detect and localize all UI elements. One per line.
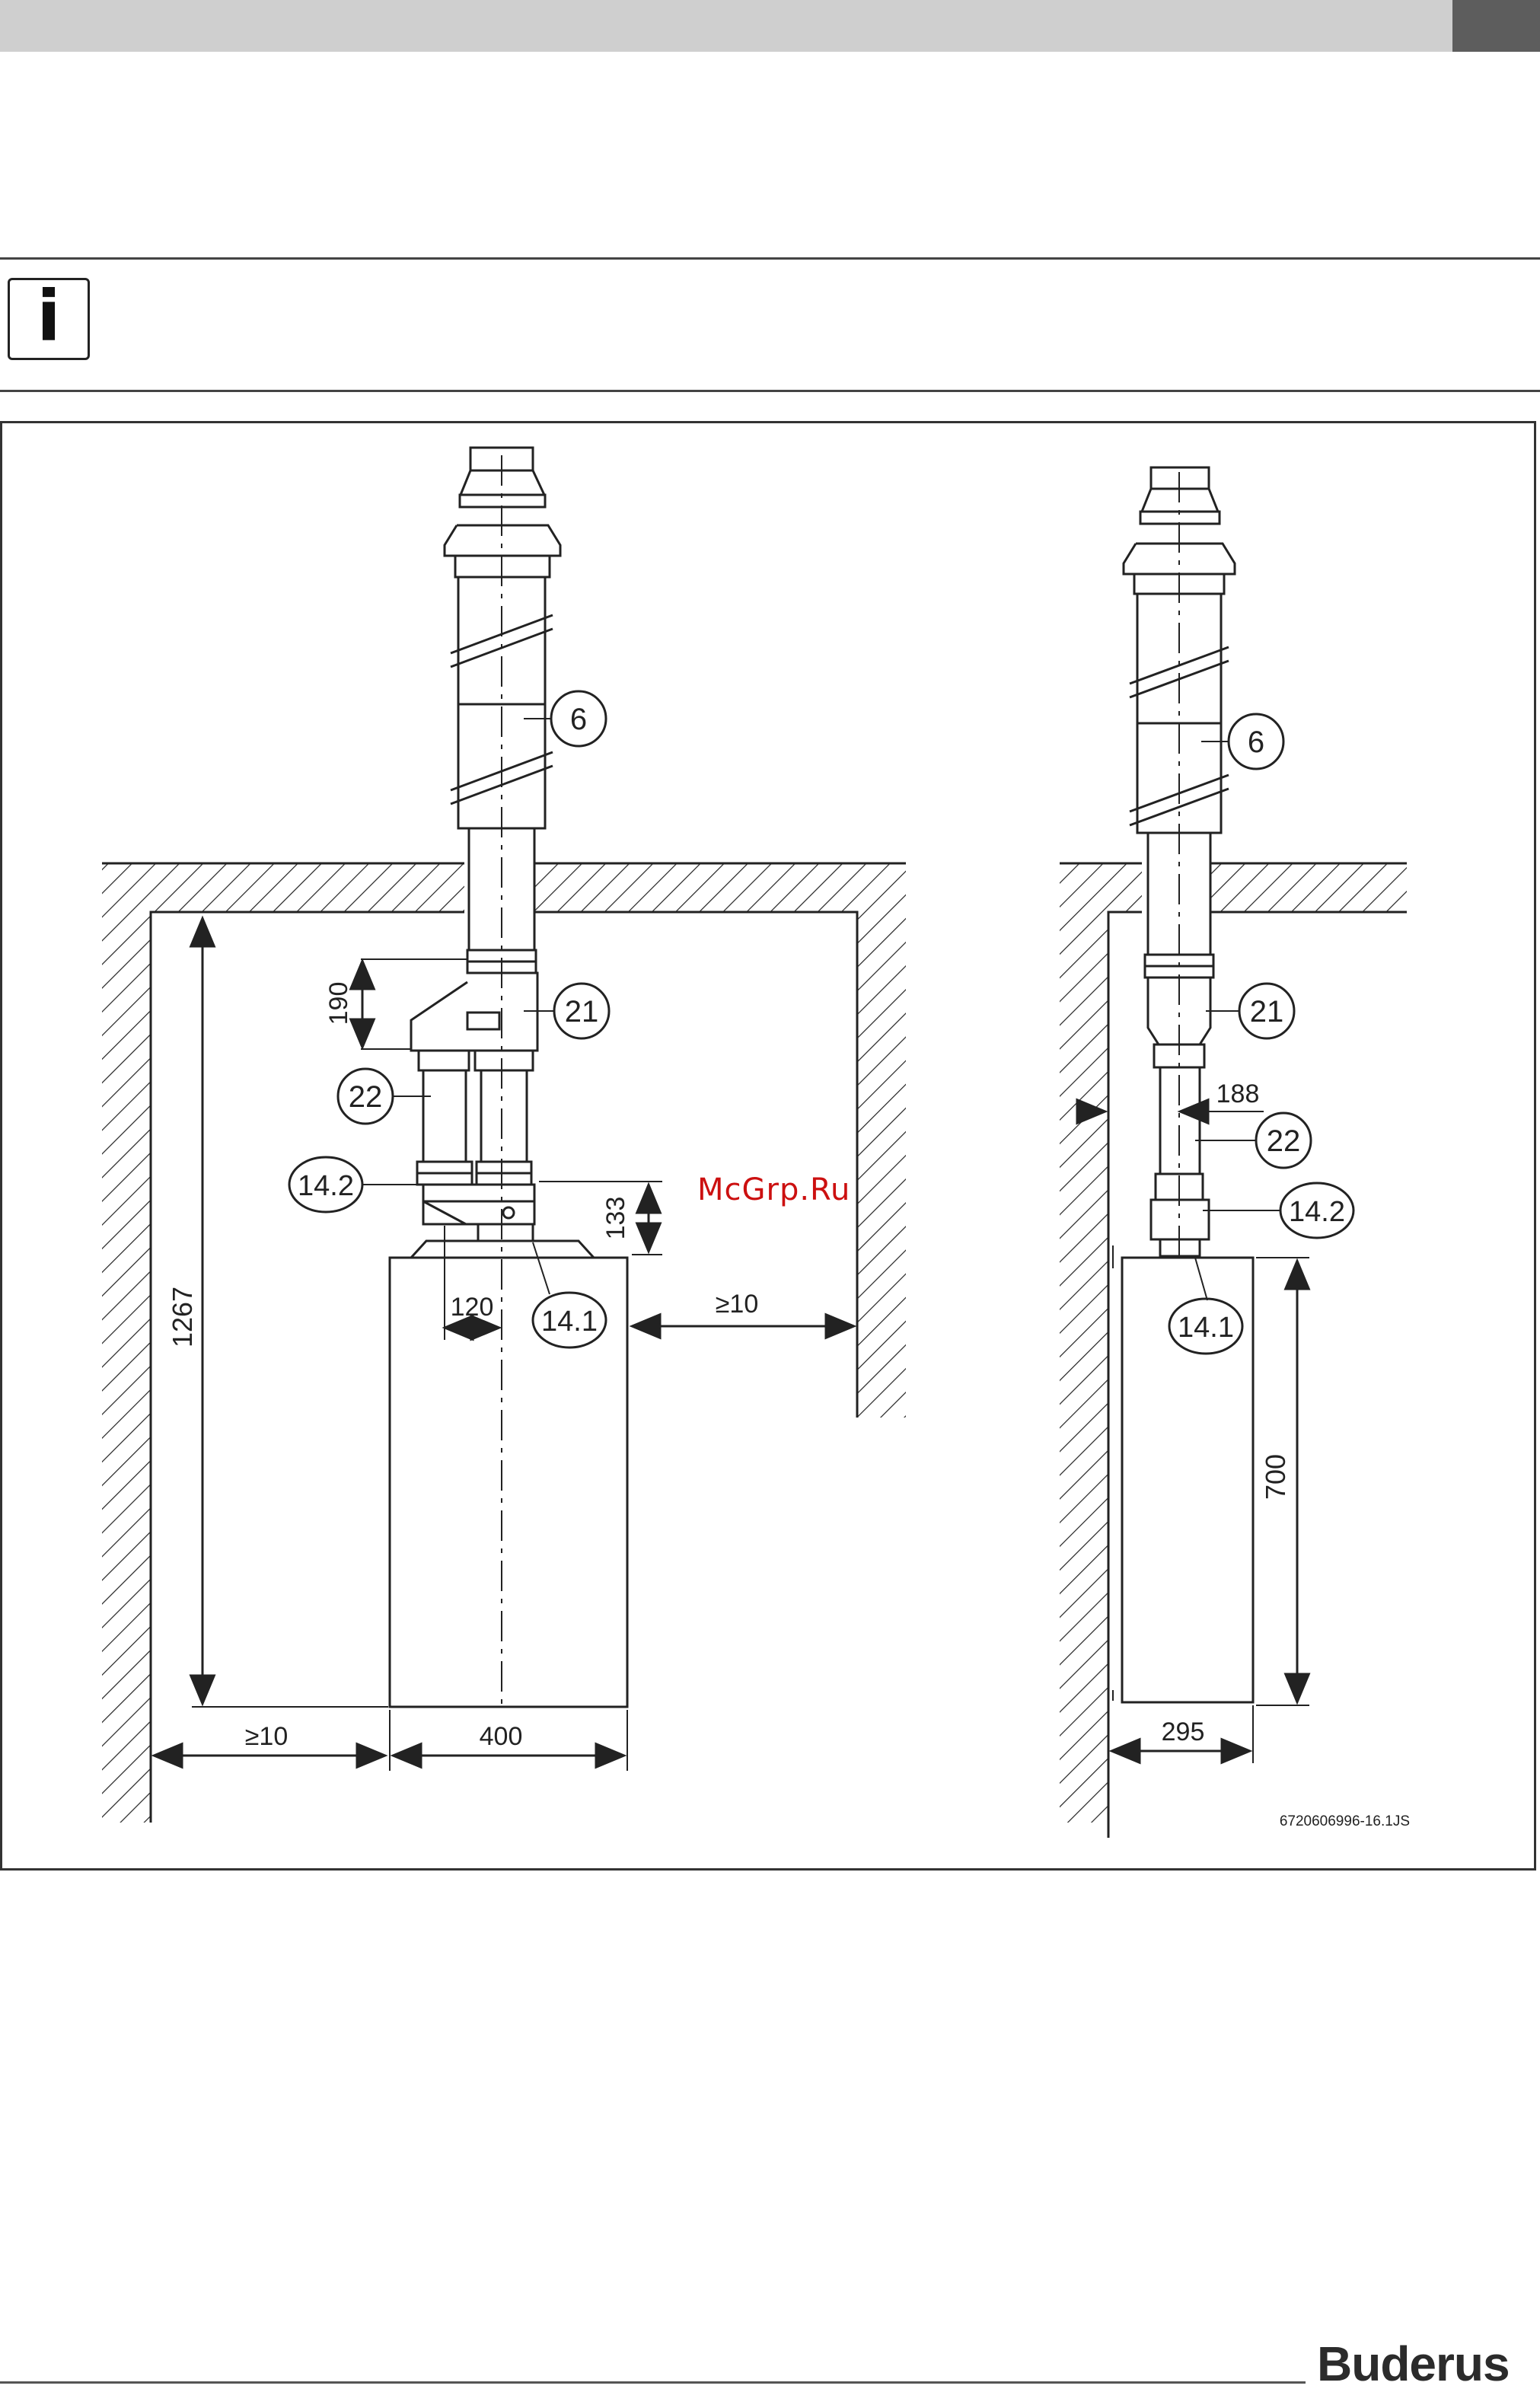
callout-21: 21 [565, 995, 599, 1029]
leader-line [533, 1242, 550, 1294]
callout-22: 22 [349, 1080, 383, 1114]
adapter-screw [503, 1207, 514, 1218]
dim-120-text: 120 [451, 1293, 494, 1322]
dim-700-text: 700 [1260, 1454, 1291, 1500]
wall-left-hatch [102, 912, 151, 1823]
dim-295-text: 295 [1162, 1717, 1205, 1746]
ceiling-side-a [1060, 863, 1142, 912]
footer-line [0, 2381, 1306, 2384]
watermark: McGrp.Ru [697, 1172, 850, 1207]
callout-22-side: 22 [1267, 1124, 1301, 1158]
figure-code: 6720606996-16.1JS [1280, 1813, 1410, 1829]
adapter-diagonal [423, 1201, 466, 1224]
pipe-main-collar [475, 1051, 533, 1070]
left-view: 1267 190 133 120 ≥10 ≥10 400 6 21 [102, 448, 906, 1823]
callout-14-2: 14.2 [298, 1170, 354, 1202]
callout-6: 6 [570, 703, 587, 736]
brand-logo: Buderus [1317, 2336, 1510, 2392]
leader-line [1195, 1258, 1207, 1300]
callout-6-side: 6 [1248, 726, 1264, 759]
dim-1267-text: 1267 [167, 1287, 198, 1347]
wall-left-edge [151, 912, 464, 1823]
splitter-window [467, 1013, 499, 1029]
ceiling-left-part [102, 863, 464, 912]
wall-right-hatch [857, 912, 906, 1418]
callout-21-side: 21 [1250, 995, 1284, 1029]
connection-14-1 [478, 1224, 533, 1241]
adapter [423, 1185, 534, 1201]
callout-14-1: 14.1 [541, 1306, 598, 1338]
pipe-22-collar [419, 1051, 469, 1070]
ceiling-side-b [1210, 863, 1407, 912]
pipe-22 [423, 1070, 466, 1162]
callout-14-2-side: 14.2 [1289, 1196, 1345, 1228]
dim-400-text: 400 [480, 1722, 523, 1751]
dim-133-text: 133 [601, 1197, 630, 1240]
dim-gap-right-text: ≥10 [716, 1290, 758, 1319]
right-view: 188 700 295 6 21 22 14.2 14.1 6720606996… [1060, 467, 1410, 1838]
adapter-base [423, 1201, 534, 1224]
dim-188-text: 188 [1216, 1080, 1260, 1108]
dim-gap-left-text: ≥10 [245, 1722, 288, 1751]
wall-side-hatch [1060, 912, 1108, 1823]
callout-14-1-side: 14.1 [1178, 1312, 1234, 1344]
pipe-main [481, 1070, 527, 1162]
wall-right-edge [533, 912, 857, 1418]
dim-190-text: 190 [324, 982, 353, 1025]
ceiling-right-part [533, 863, 906, 912]
